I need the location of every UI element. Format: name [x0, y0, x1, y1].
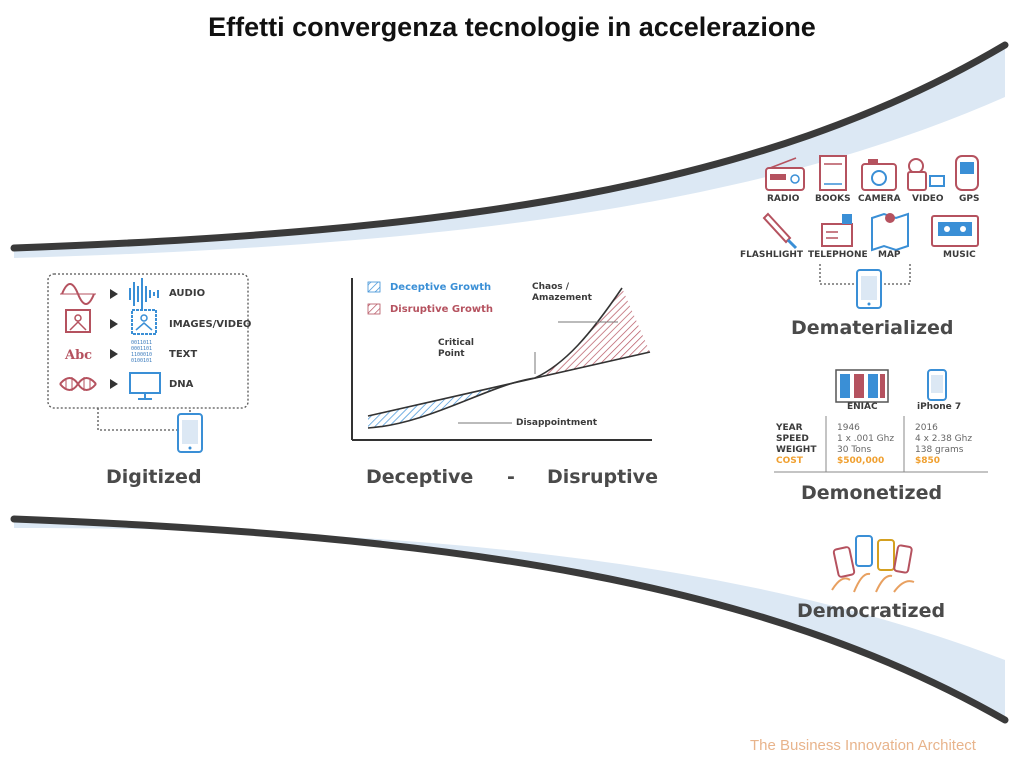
binary-text: 0011011 0001101 1100010 0100101	[131, 340, 152, 364]
stage-dematerialized: Dematerialized	[791, 317, 954, 339]
footer-brand: The Business Innovation Architect	[750, 737, 976, 754]
smartphone-icon	[177, 413, 203, 453]
iphone-label: iPhone 7	[917, 402, 962, 412]
digitized-item-images: IMAGES/VIDEO	[169, 319, 252, 330]
disappointment-label: Disappointment	[516, 418, 598, 428]
binary-line: 0001101	[131, 346, 153, 352]
eniac-values: 1946 1 x .001 Ghz 30 Tons $500,000	[837, 423, 894, 467]
chaos-label: Chaos / Amazement	[532, 282, 592, 304]
legend-swatch-deceptive	[367, 281, 381, 293]
row-label-year: YEAR	[776, 423, 803, 433]
telephone-icon	[821, 214, 853, 247]
waveform-icon	[60, 283, 96, 305]
critical-point-line: Critical	[438, 338, 475, 348]
device-radio: RADIO	[767, 194, 800, 204]
iphone-values: 2016 4 x 2.38 Ghz 138 grams $850	[915, 423, 972, 467]
exponential-curve	[367, 287, 623, 429]
stage-demonetized: Demonetized	[801, 482, 943, 504]
eniac-year: 1946	[837, 423, 860, 433]
iphone-weight: 138 grams	[915, 445, 964, 455]
device-flashlight: FLASHLIGHT	[740, 250, 804, 260]
digitized-item-audio: AUDIO	[169, 288, 206, 299]
page-title: Effetti convergenza tecnologie in accele…	[208, 12, 816, 42]
deceptive-area	[368, 378, 535, 428]
digitized-item-text: TEXT	[169, 349, 198, 360]
dna-icon	[59, 377, 97, 391]
bottom-curve	[10, 515, 1009, 724]
monitor-icon	[129, 372, 161, 400]
stage-digitized: Digitized	[106, 466, 202, 488]
row-label-speed: SPEED	[776, 434, 809, 444]
digitized-diagram	[47, 273, 249, 453]
dematerialized-icons	[762, 155, 979, 309]
stage-disruptive: Disruptive	[547, 466, 658, 488]
device-camera: CAMERA	[858, 194, 901, 204]
device-books: BOOKS	[815, 194, 851, 204]
binary-line: 0100101	[131, 358, 153, 364]
iphone-speed: 4 x 2.38 Ghz	[915, 434, 973, 444]
map-icon	[871, 212, 909, 252]
stage-dash: -	[507, 466, 515, 488]
critical-point-line: Point	[438, 349, 465, 359]
iphone-cost: $850	[915, 456, 941, 466]
device-map: MAP	[878, 250, 901, 260]
cassette-icon	[931, 215, 979, 247]
binary-line: 0011011	[131, 340, 153, 346]
chaos-line: Chaos /	[532, 282, 570, 292]
eniac-weight: 30 Tons	[837, 445, 872, 455]
critical-point-label: Critical Point	[438, 338, 474, 360]
device-music: MUSIC	[943, 250, 976, 260]
device-video: VIDEO	[912, 194, 944, 204]
legend-deceptive: Deceptive Growth	[390, 282, 492, 293]
iphone-icon	[927, 369, 947, 401]
picture-icon	[65, 309, 91, 333]
eniac-speed: 1 x .001 Ghz	[837, 434, 895, 444]
camera-icon	[861, 159, 897, 191]
smartphone-icon	[856, 269, 882, 309]
row-label-cost: COST	[776, 456, 803, 466]
digital-picture-icon	[131, 309, 157, 335]
demonetized-graphic	[774, 369, 988, 473]
video-camera-icon	[907, 158, 945, 191]
eniac-label: ENIAC	[847, 402, 878, 412]
iphone-year: 2016	[915, 423, 938, 433]
growth-chart	[351, 278, 652, 441]
chaos-line: Amazement	[532, 293, 592, 303]
flashlight-icon	[762, 212, 798, 250]
text-icon: Abc	[65, 348, 93, 363]
stage-deceptive: Deceptive	[366, 466, 474, 488]
democratized-graphic	[831, 535, 915, 593]
eniac-icon	[835, 369, 889, 403]
top-band	[14, 45, 1005, 258]
digitized-connector	[97, 408, 191, 431]
digitized-frame	[47, 273, 249, 409]
hands-phones-icon	[831, 535, 915, 593]
gps-icon	[955, 155, 979, 191]
digital-waveform-icon	[129, 278, 159, 310]
legend-swatch-disruptive	[367, 303, 381, 315]
comparison-row-labels: YEAR SPEED WEIGHT COST	[776, 423, 816, 467]
stage-democratized: Democratized	[797, 600, 946, 622]
legend-disruptive: Disruptive Growth	[390, 304, 494, 315]
binary-line: 1100010	[131, 352, 153, 358]
book-icon	[819, 155, 847, 191]
eniac-cost: $500,000	[837, 456, 885, 466]
radio-icon	[765, 157, 805, 191]
disruptive-area	[535, 288, 650, 378]
digitized-item-dna: DNA	[169, 379, 194, 390]
arrow-icons	[110, 289, 118, 389]
top-curve	[10, 41, 1009, 252]
device-gps: GPS	[959, 194, 980, 204]
device-telephone: TELEPHONE	[808, 250, 868, 260]
row-label-weight: WEIGHT	[776, 445, 817, 455]
